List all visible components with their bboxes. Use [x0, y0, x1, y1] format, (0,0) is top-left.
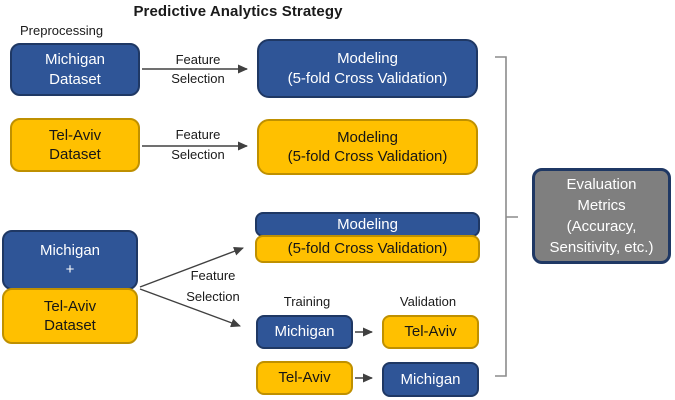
evaluation-line2: Metrics [577, 197, 626, 214]
modeling-box-telaviv: Modeling (5-fold Cross Validation) [257, 119, 478, 175]
feature-selection-label-row2-bottom: Selection [171, 147, 225, 162]
training-label: Training [283, 294, 331, 309]
preprocessing-label: Preprocessing [20, 23, 104, 38]
training-michigan-label: Michigan [274, 323, 335, 341]
modeling-box-michigan: Modeling (5-fold Cross Validation) [257, 39, 478, 98]
telaviv-dataset-line1: Tel-Aviv [48, 126, 102, 144]
feature-selection-label-row3-bottom: Selection [186, 289, 240, 304]
validation-michigan-box: Michigan [382, 362, 479, 397]
modeling-telaviv-line1: Modeling [337, 128, 398, 146]
telaviv-dataset-box: Tel-Aviv Dataset [10, 118, 140, 172]
feature-selection-label-row2-top: Feature [175, 127, 221, 142]
combined-telaviv-line2: Dataset [44, 317, 96, 334]
feature-selection-label-row1-bottom: Selection [171, 71, 225, 86]
combined-plus-sign: + [65, 261, 75, 278]
telaviv-dataset-line2: Dataset [49, 146, 101, 163]
combined-telaviv-line1: Tel-Aviv [43, 297, 97, 315]
modeling-box-combined-top: Modeling [255, 212, 480, 237]
validation-michigan-label: Michigan [400, 370, 461, 388]
modeling-telaviv-line2: (5-fold Cross Validation) [287, 148, 448, 165]
evaluation-line3: (Accuracy, [566, 218, 637, 235]
modeling-box-combined-bottom: (5-fold Cross Validation) [255, 235, 480, 263]
diagram-title: Predictive Analytics Strategy [133, 3, 343, 20]
combined-dataset-telaviv-half: Tel-Aviv Dataset [2, 288, 138, 344]
evaluation-line1: Evaluation [566, 176, 637, 193]
validation-telaviv-box: Tel-Aviv [382, 315, 479, 349]
training-telaviv-label: Tel-Aviv [278, 369, 331, 387]
training-michigan-box: Michigan [256, 315, 353, 349]
modeling-combined-line1: Modeling [337, 215, 398, 233]
combined-michigan-line1: Michigan [39, 241, 101, 259]
michigan-dataset-line1: Michigan [44, 51, 106, 69]
validation-label: Validation [399, 294, 457, 309]
modeling-combined-line2: (5-fold Cross Validation) [287, 240, 448, 258]
training-telaviv-box: Tel-Aviv [256, 361, 353, 395]
michigan-dataset-line2: Dataset [49, 70, 101, 88]
grouping-bracket [495, 56, 518, 377]
validation-telaviv-label: Tel-Aviv [404, 323, 457, 341]
modeling-michigan-line1: Modeling [337, 50, 398, 68]
michigan-dataset-box: Michigan Dataset [10, 43, 140, 96]
combined-dataset-michigan-half: Michigan + [2, 230, 138, 290]
feature-selection-label-row1-top: Feature [175, 52, 221, 67]
evaluation-line4: Sensitivity, etc.) [549, 239, 654, 256]
feature-selection-label-row3-top: Feature [190, 268, 236, 283]
modeling-michigan-line2: (5-fold Cross Validation) [287, 69, 448, 87]
evaluation-metrics-box: Evaluation Metrics (Accuracy, Sensitivit… [532, 168, 671, 264]
